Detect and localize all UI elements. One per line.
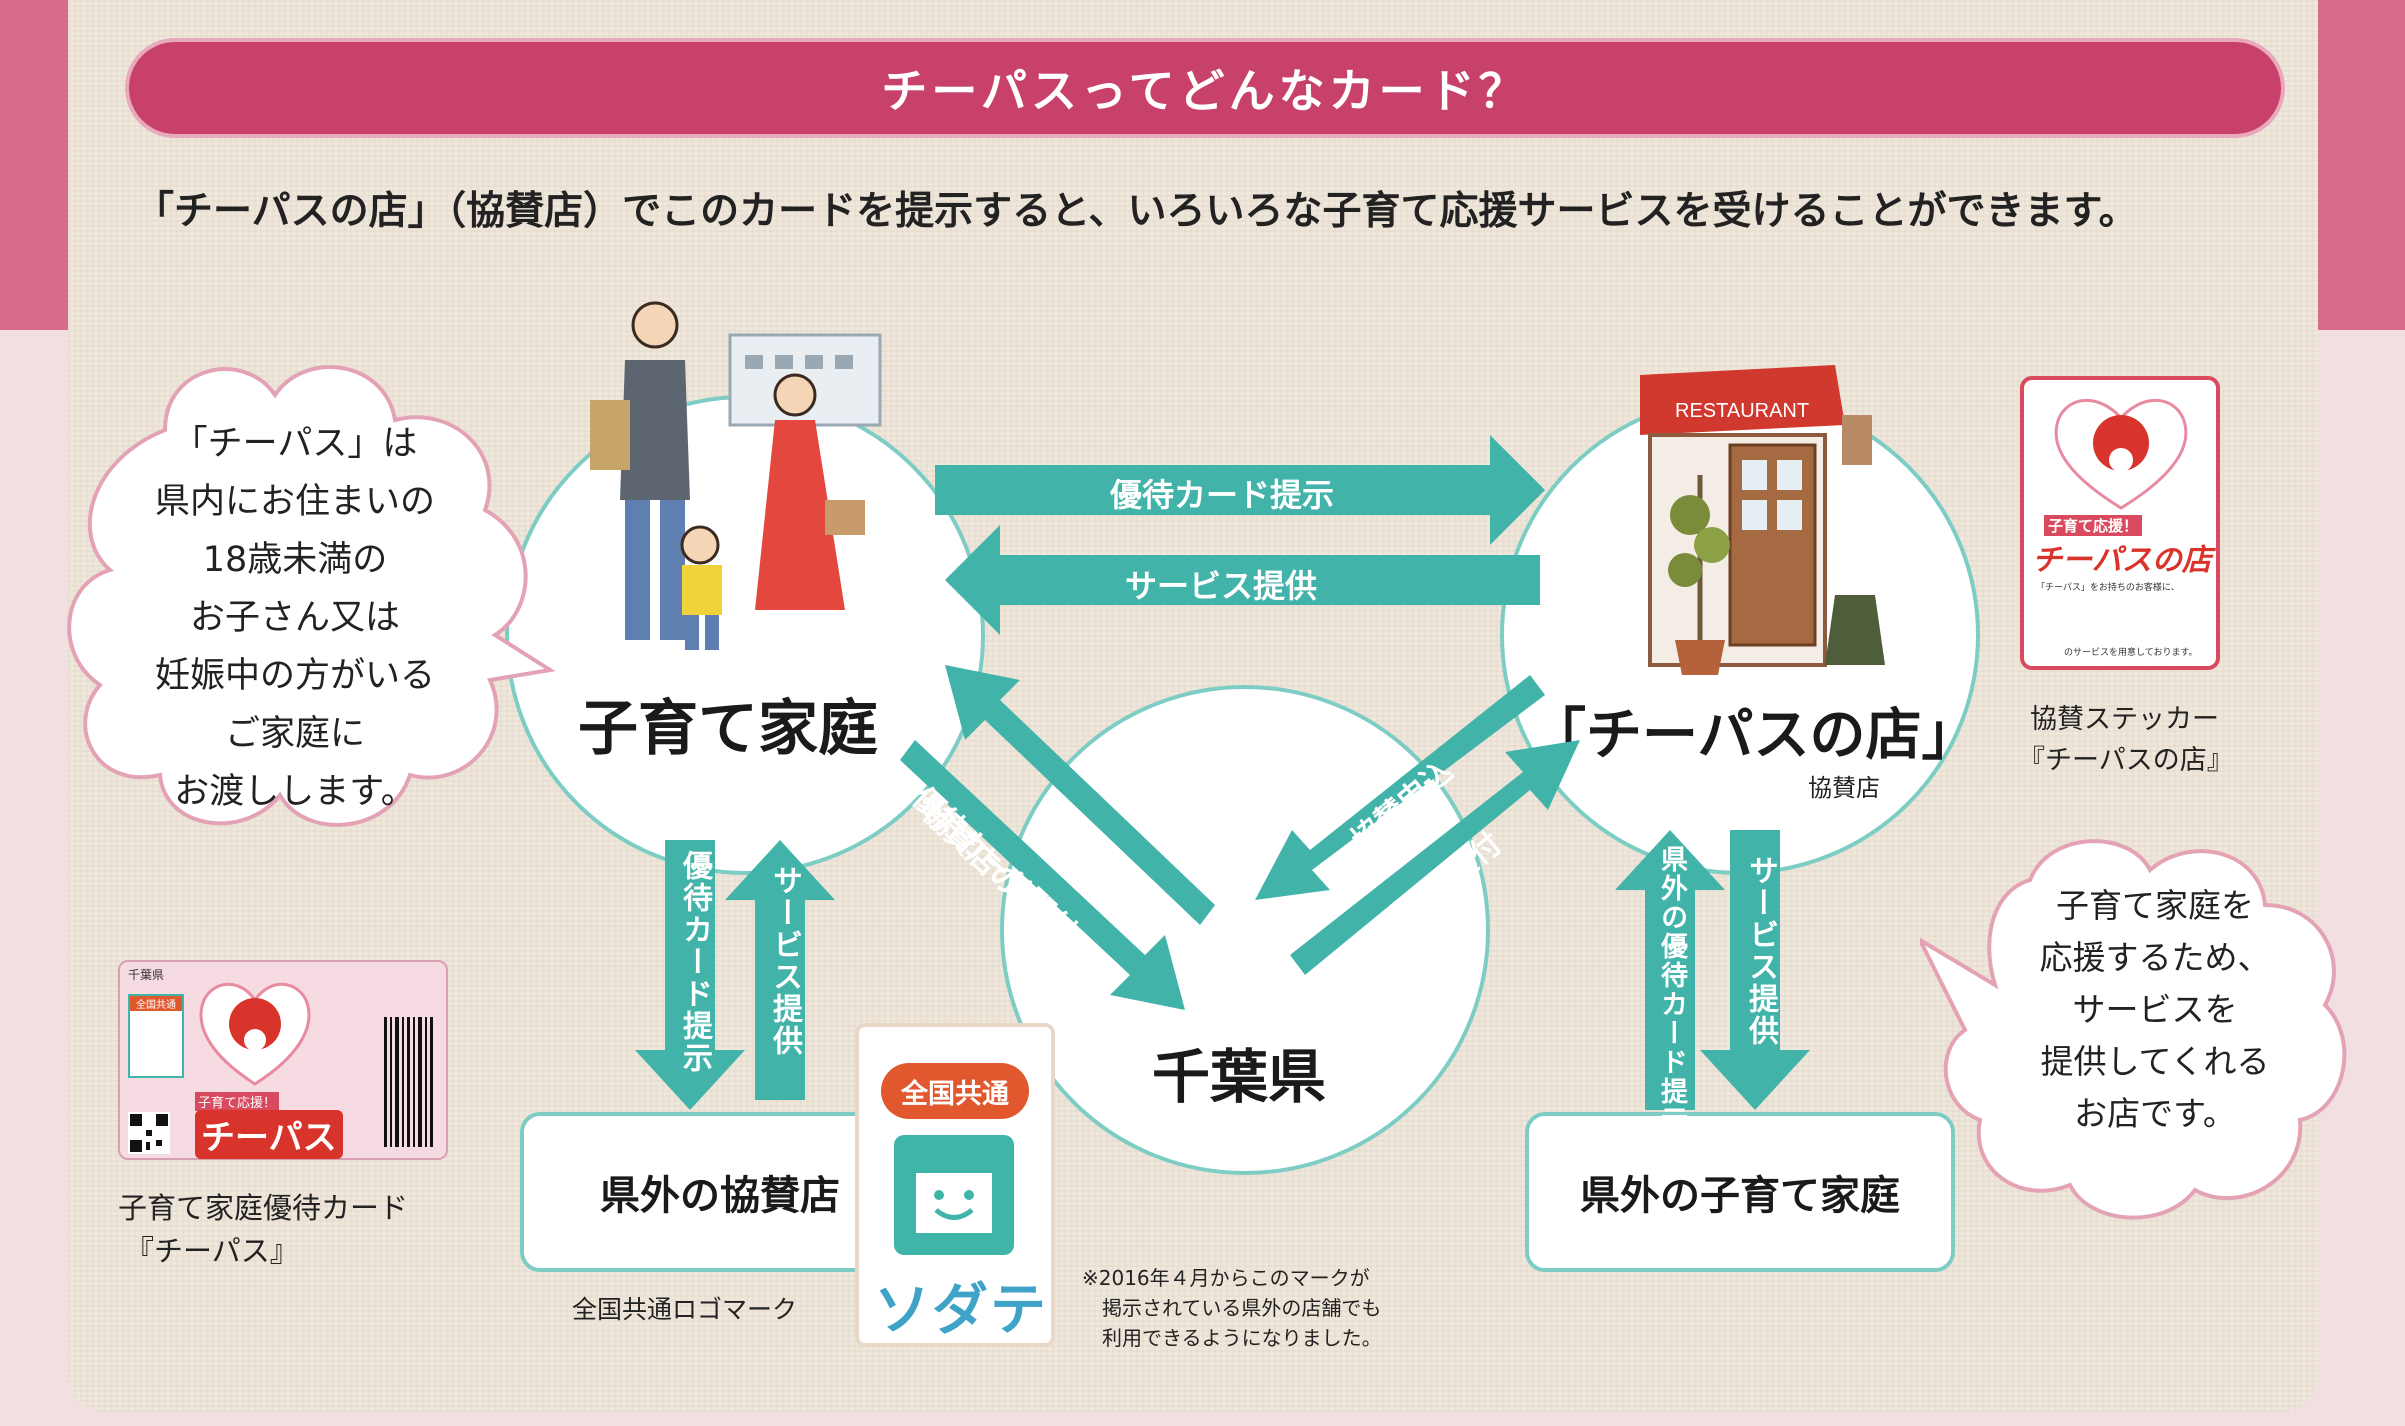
logo-top-badge: 全国共通 [881, 1063, 1029, 1119]
label-right-down: サービス提供 [1743, 855, 1778, 1047]
left-cloud-line: 18歳未満の [202, 540, 388, 580]
arrow-right-up [1615, 830, 1725, 1110]
logo-sodate-text: ソダテ [874, 1278, 1048, 1343]
left-cloud-text: 「チーパス」は 県内にお住まいの 18歳未満の お子さん又は 妊娠中の方がいる … [95, 415, 495, 821]
card-sub-text: 子育て応援！ [195, 1092, 280, 1111]
left-cloud-line: 「チーパス」は [172, 424, 418, 464]
chiba-circle [1000, 685, 1490, 1175]
label-right-up: 県外の優待カード提示 [1656, 845, 1687, 1135]
label-left-up: サービス提供 [767, 865, 802, 1057]
left-cloud-line: 県内にお住まいの [154, 482, 435, 522]
family-illustration [590, 301, 882, 650]
note-line-1: ※2016年４月からこのマークが [1082, 1266, 1370, 1290]
sticker-caption-1: 協賛ステッカー [2030, 704, 2219, 735]
right-cloud-line: 提供してくれる [2040, 1042, 2270, 1081]
kosodate-logo: 全国共通 ソダテ [855, 1023, 1055, 1347]
sticker-line-text: 「チーパス」をお持ちのお客様に、 [2036, 583, 2180, 593]
left-cloud-line: ご家庭に [224, 714, 365, 754]
family-label: 子育て家庭 [578, 694, 878, 764]
card-mascot-icon [199, 982, 311, 1086]
arrow-card-dist [900, 740, 1185, 1010]
sticker-image: 子育て応援！ チーパスの店 「チーパス」をお持ちのお客様に、 のサービスを用意し… [2020, 376, 2220, 670]
shop-sub-label: 協賛店 [1808, 774, 1880, 802]
sticker-top-text: 子育て応援！ [2044, 515, 2143, 536]
qr-code-icon [128, 1112, 170, 1154]
banner-title: チーパスってどんなカード？ [881, 64, 1529, 118]
out-family-box: 県外の子育て家庭 [1525, 1112, 1955, 1272]
card-pref-text: 千葉県 [128, 968, 165, 982]
card-mark-badge: 全国共通 [128, 994, 184, 1078]
right-cloud [1920, 839, 2347, 1220]
left-cloud [67, 365, 555, 827]
family-circle [505, 395, 985, 875]
sticker-bottom-text: のサービスを用意しております。 [2064, 648, 2198, 658]
right-cloud-line: お店です。 [2074, 1094, 2236, 1133]
out-shop-label: 県外の協賛店 [600, 1173, 840, 1219]
left-cloud-line: 妊娠中の方がいる [154, 656, 435, 696]
left-cloud-line: お子さん又は [189, 598, 400, 638]
out-family-label: 県外の子育て家庭 [1580, 1173, 1900, 1219]
sticker-caption-2: 『チーパスの店』 [2018, 745, 2234, 776]
left-cloud-line: お渡しします。 [174, 772, 416, 812]
right-cloud-line: サービスを [2072, 990, 2238, 1029]
label-card-show: 優待カード提示 [1110, 476, 1335, 514]
card-main-text: チーパス [195, 1110, 343, 1159]
sticker-main-text: チーパスの店 [2032, 543, 2212, 578]
right-cloud-line: 応援するため、 [2039, 938, 2271, 977]
chipass-card-image: 千葉県 全国共通 子育て応援！ チーパス [118, 960, 448, 1160]
lead-text: 「チーパスの店」（協賛店）でこのカードを提示すると、いろいろな子育て応援サービス… [135, 189, 2138, 234]
card-caption-2: 『チーパス』 [125, 1234, 299, 1268]
arrow-left-up [725, 840, 835, 1100]
arrow-apply [1255, 675, 1545, 900]
card-caption-1: 子育て家庭優待カード [118, 1191, 409, 1225]
card-mark-text: 全国共通 [130, 996, 182, 1011]
smile-face-icon [916, 1157, 992, 1233]
note-line-2: 掲示されている県外の店舗でも [1102, 1296, 1382, 1320]
arrow-shop-info [945, 665, 1215, 925]
note-line-3: 利用できるようになりました。 [1102, 1326, 1382, 1350]
arrow-left-down [635, 840, 745, 1110]
right-cloud-line: 子育て家庭を [2056, 886, 2254, 925]
chiba-kun-mascot-icon [2054, 398, 2188, 510]
shop-label: 「チーパスの店」 [1530, 703, 1978, 768]
arrow-service [945, 525, 1540, 635]
restaurant-illustration: RESTAURANT [1640, 365, 1885, 675]
right-cloud-text: 子育て家庭を 応援するため、 サービスを 提供してくれる お店です。 [1985, 880, 2325, 1140]
label-left-down: 優待カード提示 [677, 850, 712, 1074]
out-shop-box: 県外の協賛店 [520, 1112, 920, 1272]
barcode-icon [384, 1017, 433, 1147]
label-service: サービス提供 [1125, 567, 1318, 605]
arrow-sticker [1290, 740, 1580, 975]
logo-ko-mark [894, 1135, 1014, 1255]
restaurant-sign: RESTAURANT [1675, 400, 1809, 422]
arrow-card-show [935, 435, 1545, 545]
arrow-right-down [1700, 830, 1810, 1110]
chiba-label: 千葉県 [1152, 1043, 1327, 1111]
title-banner: チーパスってどんなカード？ [125, 38, 2285, 138]
logo-caption: 全国共通ロゴマーク [572, 1295, 798, 1324]
